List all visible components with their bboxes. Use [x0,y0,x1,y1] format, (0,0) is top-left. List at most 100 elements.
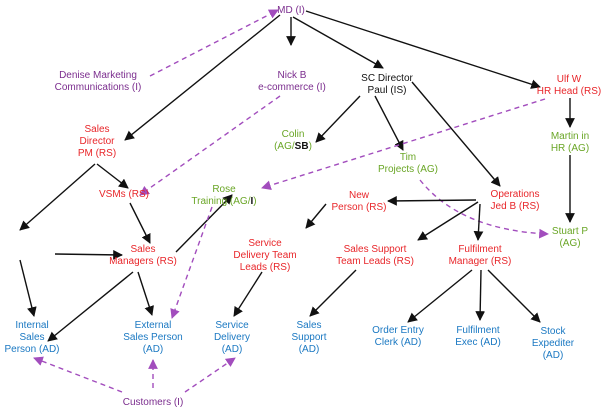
connector-customers-to-service_delivery [184,357,236,393]
node-label-text: PM (RS) [77,148,117,159]
node-label-line: Projects (AG) [378,164,438,176]
node-label-text: Nick B [277,70,307,81]
node-label-line: Rose [191,184,256,196]
connector-denise-to-md [149,9,279,77]
node-label-text: Training (AG/ [191,196,251,207]
node-label-text: Stuart P [551,226,589,237]
connector-service_delivery_leads-to-service_delivery [233,271,263,317]
node-label-text: Clerk (AD) [374,337,422,348]
node-label-text: Sales [130,244,156,255]
node-label-line: (AD) [291,344,326,356]
node-label-text: Sales [19,332,45,343]
node-label-line: Operations [491,189,540,201]
node-label-line: Expediter [532,338,574,350]
node-label-line: Service [214,320,250,332]
node-label-line: Director [78,136,116,148]
node-label-line: Stock [532,326,574,338]
node-label-text: (AD) [542,350,564,361]
connector-tim-to-stuart [419,179,549,239]
node-label-text: Manager (RS) [448,256,512,267]
connector-md-to-ulf [305,10,541,89]
node-label-text: Sales Support [343,244,407,255]
node-label-text: Director [79,136,115,147]
node-label-line: Sales [109,244,177,256]
node-label-line: Delivery Team [233,250,296,262]
node-label-line: External [123,320,182,332]
node-label-text: e-commerce (I) [258,82,326,93]
node-label-line: (AG) [552,238,588,250]
node-label-text: Sales [84,124,110,135]
node-label-line: e-commerce (I) [258,82,326,94]
node-label-line: Denise Marketing [55,70,142,82]
node-label-text: Fulfilment [458,244,502,255]
connector-operations-to-fulfilment_manager [473,203,484,241]
connector-sc_director-to-colin [315,95,361,143]
node-label-text: Service [215,320,249,331]
node-label-text: Expediter [531,338,575,349]
connector-sales_blank-to-internal_sales [19,259,37,317]
node-label-line: Leads (RS) [233,262,296,274]
node-label-text: SB [294,141,309,152]
node-label-text: (AG) [559,238,581,249]
node-label-text: (AG/ [274,141,295,152]
node-label-line: Nick B [258,70,326,82]
node-label-text: New [348,190,370,201]
node-label-line: Clerk (AD) [372,337,424,349]
node-label-text: Person (RS) [331,202,387,213]
node-label-text: Communications (I) [54,82,142,93]
node-label-text: Managers (RS) [109,256,177,267]
node-label-line: Person (RS) [331,202,386,214]
node-label-text: (AD) [298,344,320,355]
node-label-line: Colin [274,129,312,141]
node-label-line: Service [233,238,296,250]
connector-fulfilment_manager-to-stock_expediter [487,269,541,323]
connector-sc_director-to-tim [374,95,404,151]
connector-md-to-sales_director [124,14,281,141]
connector-operations-to-new_person [387,196,477,206]
node-label-line: Exec (AD) [455,337,501,349]
node-label-line: Training (AG/I) [191,196,256,208]
node-label-text: Fulfilment [456,325,500,336]
node-label-text: HR (AG) [550,143,590,154]
node-label-line: Martin in [551,131,589,143]
node-label-text: HR Head (RS) [536,86,602,97]
node-label-line: (AD) [123,344,182,356]
node-label-text: Delivery [213,332,251,343]
node-label-text: Jed B (RS) [490,201,540,212]
connector-sales_managers-to-rose [175,194,233,253]
node-label-text: ) [253,196,257,207]
connector-sc_director-to-operations [411,81,501,187]
node-label-line: HR Head (RS) [537,86,601,98]
node-label-line: Managers (RS) [109,256,177,268]
node-label-line: Internal [4,320,59,332]
node-label-line: Stuart P [552,226,588,238]
node-label-text: Exec (AD) [455,337,501,348]
node-label-text: Tim [399,152,417,163]
node-label-line: Person (AD) [4,344,59,356]
node-label-text: I [250,196,254,207]
connector-md-to-sc_director [292,16,384,69]
node-label-text: Stock [540,326,566,337]
node-label-text: Team Leads (RS) [336,256,414,267]
node-label-line: Sales [4,332,59,344]
node-label-line: Communications (I) [55,82,142,94]
node-label-line: Fulfilment [449,244,512,256]
node-label-line: Team Leads (RS) [336,256,414,268]
node-label-text: Colin [281,129,305,140]
connector-nick-to-vsms [139,95,281,196]
node-label-line: Sales Support [336,244,414,256]
node-label-line: HR (AG) [551,143,589,155]
node-label-text: VSMs (RS) [99,189,149,200]
